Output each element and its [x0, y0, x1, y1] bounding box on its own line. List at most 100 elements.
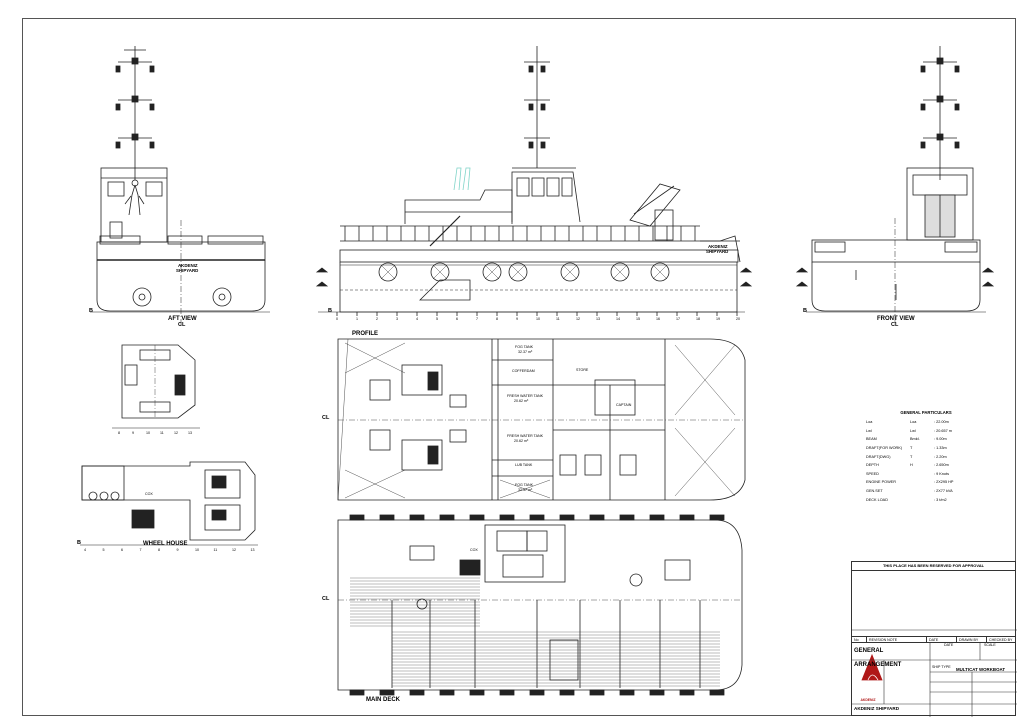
particular-symbol: H: [910, 463, 913, 468]
aft-view-title: AFT VIEW: [168, 316, 197, 322]
fresh-water-1-volume: 20.62 m³: [514, 399, 529, 403]
store-label: STORE: [576, 368, 589, 372]
logo-name: AKDENIZ: [860, 698, 876, 702]
hatch-cross: [380, 264, 396, 280]
frame-number: 8: [496, 317, 498, 321]
profile-hull-marking-1: AKDENIZ: [708, 244, 728, 249]
particulars-row: DECK LOAD: 3 t/m2: [866, 495, 986, 504]
hatch-cross: [344, 342, 406, 374]
frame-number: 19: [716, 317, 720, 321]
frame-number: 2: [376, 317, 378, 321]
fender: [589, 689, 605, 696]
fender: [649, 689, 665, 696]
lifebuoy-mark: [650, 262, 670, 282]
approval-reserved-note: THIS PLACE HAS BEEN RESERVED FOR APPROVA…: [852, 562, 1015, 571]
general-particulars-title: GENERAL PARTICULARS: [900, 410, 952, 415]
profile-hull-marking-2: SHIPYARD: [706, 249, 729, 254]
front-view-drawing: [795, 46, 995, 325]
fender: [379, 689, 395, 696]
wheelhouse-frame-number: 10: [146, 431, 150, 435]
frame-number: 14: [616, 317, 620, 321]
front-view-title: FRONT VIEW: [877, 316, 915, 322]
rev-date-header: DATE: [926, 637, 956, 643]
frame-number: 13: [596, 317, 600, 321]
fender: [409, 689, 425, 696]
particular-name: DECK LOAD: [866, 497, 888, 502]
wheelhouse-frame-number: 11: [160, 431, 164, 435]
hatch-cross: [674, 344, 736, 416]
aft-view-drawing: [90, 46, 270, 325]
particular-name: Loa: [866, 420, 873, 425]
particular-symbol: Bmld.: [910, 437, 920, 442]
frame-number: 10: [536, 317, 540, 321]
logo-mark: [861, 653, 883, 681]
particular-symbol: Loa: [910, 420, 917, 425]
front-view-cl: CL: [891, 322, 899, 328]
hatch-cross: [674, 427, 736, 497]
aft-view-b-mark: B: [89, 308, 93, 314]
hatch-cross: [344, 469, 406, 499]
fender: [409, 514, 425, 521]
scale-label: SCALE: [984, 643, 996, 647]
main-deck-cl: CL: [322, 596, 330, 602]
fender: [679, 514, 695, 521]
captain-label: CAPTAIN: [616, 403, 632, 407]
hatch-cross: [652, 264, 668, 280]
lifebuoy-mark: [378, 262, 398, 282]
particular-value: : 2.20m: [934, 454, 947, 459]
particulars-row: BEAM Bmld. : 9.00m: [866, 435, 986, 444]
particular-value: : 9.00m: [934, 437, 947, 442]
wheel-house-b-mark: B: [77, 540, 81, 546]
lifebuoy-mark: [482, 262, 502, 282]
aft-hull-marking-1: AKDENIZ: [178, 263, 198, 268]
profile-title: PROFILE: [352, 331, 379, 337]
frame-number: 1: [356, 317, 358, 321]
frame-number: 17: [676, 317, 680, 321]
particular-name: GEN.SET: [866, 489, 883, 494]
rev-note-header: REVISION NOTE: [866, 637, 926, 643]
wheelhouse-plan-scale-number: 10: [195, 548, 199, 552]
wheelhouse-plan-scale-number: 7: [139, 548, 142, 552]
hatch-cross: [499, 479, 551, 499]
lub-tank-label: LUB TANK: [515, 463, 533, 467]
fender: [559, 689, 575, 696]
fender: [589, 514, 605, 521]
particular-symbol: T: [910, 454, 913, 459]
frame-number: 7: [476, 317, 478, 321]
drawing-sheet-border: [22, 18, 1016, 716]
fender: [379, 514, 395, 521]
fender: [709, 514, 725, 521]
fender: [649, 514, 665, 521]
lifebuoy-mark: [610, 262, 630, 282]
fender: [559, 514, 575, 521]
fender: [499, 689, 515, 696]
particular-value: : 9 Knots: [934, 471, 949, 476]
particular-name: BEAM: [866, 437, 877, 442]
hatch-cross: [432, 264, 448, 280]
frame-number: 4: [416, 317, 418, 321]
wheelhouse-plan-drawing: [80, 461, 258, 546]
fender: [529, 514, 545, 521]
wheelhouse-plan-scale-number: 8: [158, 548, 160, 552]
particular-value: : 2X295 HP: [934, 480, 954, 485]
particular-value: : 2.650m: [934, 463, 949, 468]
drawing-title: GENERAL ARRANGEMENT: [854, 648, 902, 668]
cox-label: COX: [145, 492, 153, 496]
aft-view-cl: CL: [178, 322, 186, 328]
particular-name: Lwl: [866, 428, 872, 433]
rev-drawn-header: DRAWN BY: [956, 637, 986, 643]
particulars-row: GEN.SET: 2X77 kVA: [866, 487, 986, 496]
lower-deck-drawing: [337, 338, 746, 501]
wheelhouse-plan-scale-number: 4: [84, 548, 86, 552]
hatch-cross: [612, 264, 628, 280]
frame-number: 12: [576, 317, 580, 321]
rev-no-header: No: [854, 638, 859, 642]
fender: [439, 514, 455, 521]
fender: [349, 514, 365, 521]
revision-header-row: No REVISION NOTE DATE DRAWN BY CHECKED B…: [852, 636, 1015, 643]
fender: [469, 689, 485, 696]
frame-number: 9: [516, 317, 518, 321]
fresh-water-2-volume: 20.62 m³: [514, 439, 529, 443]
